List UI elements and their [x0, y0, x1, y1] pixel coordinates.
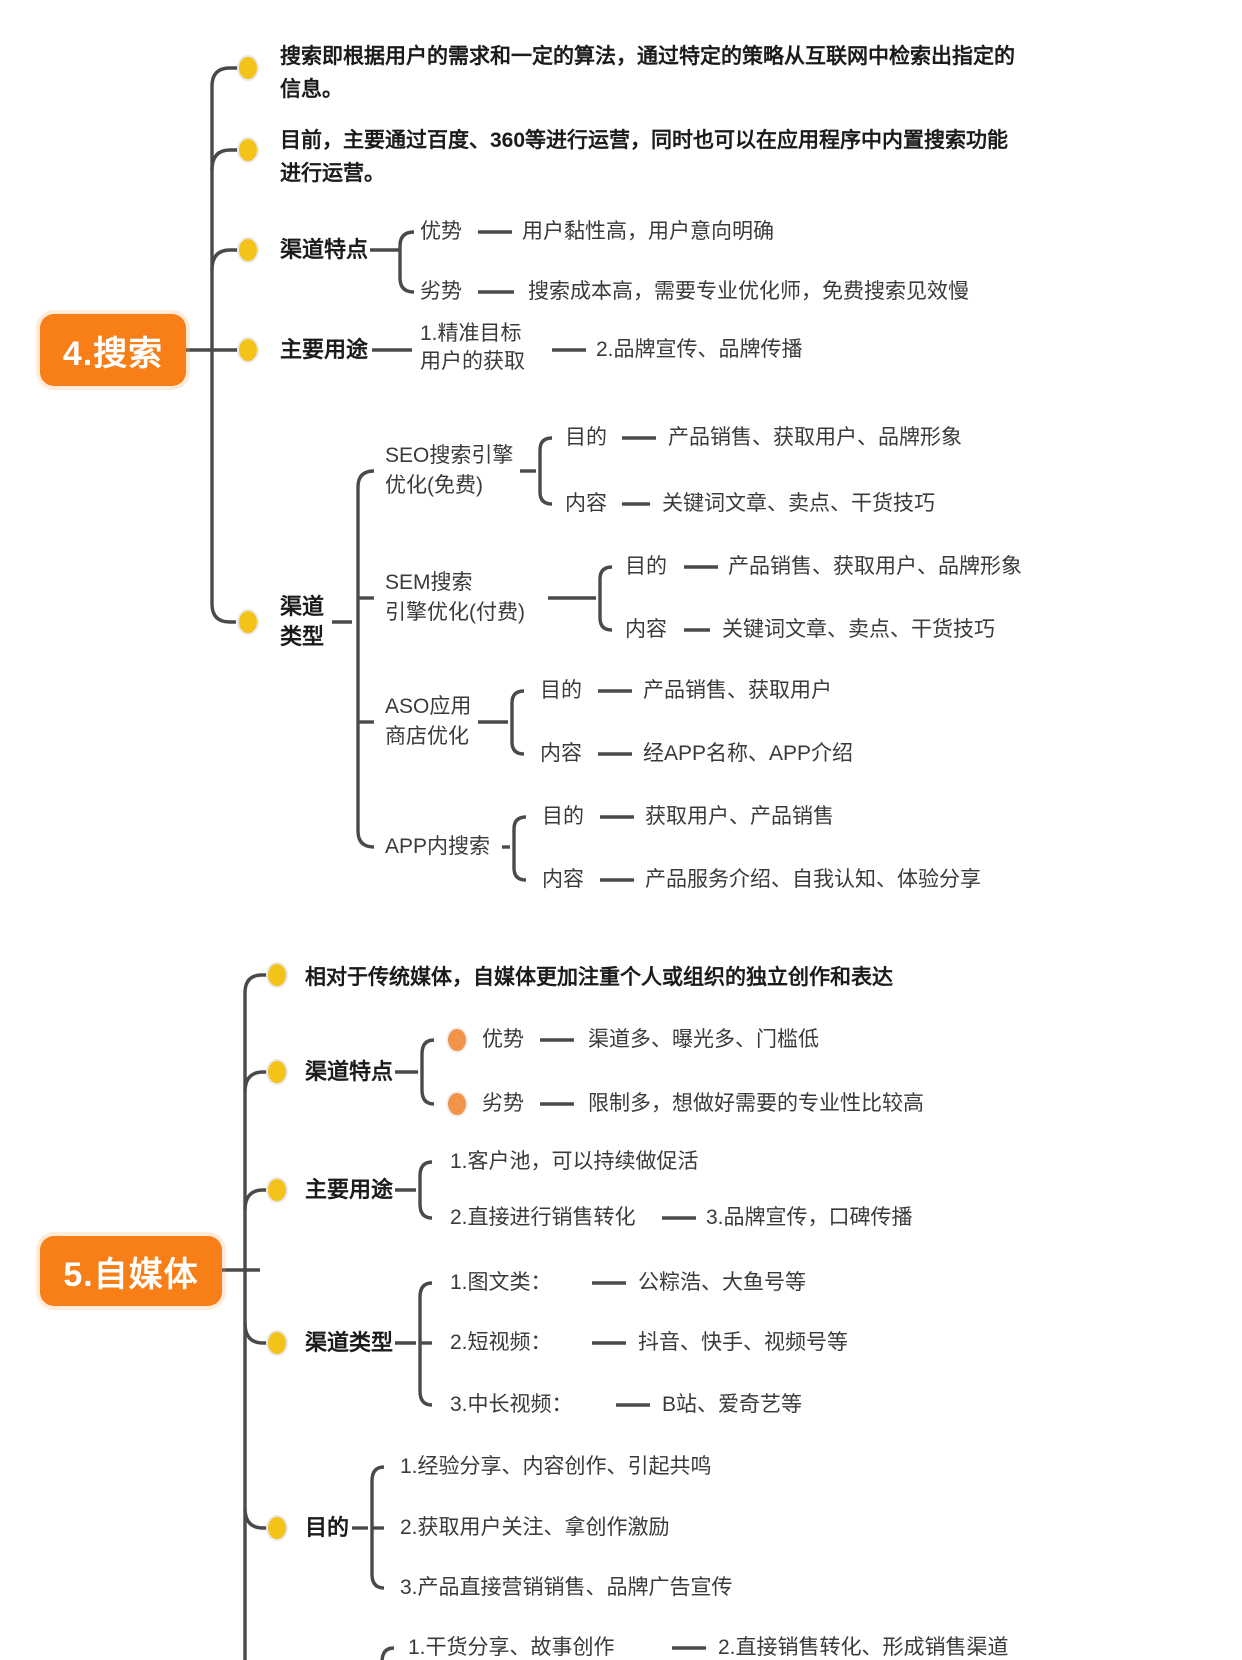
seo-purpose-label[interactable]: 目的 [565, 426, 607, 449]
search-pros-label[interactable]: 优势 [420, 220, 462, 243]
connector-line [398, 230, 415, 294]
media-uses-item3[interactable]: 3.品牌宣传，口碑传播 [706, 1206, 913, 1229]
media-type3-key[interactable]: 3.中长视频： [450, 1393, 573, 1416]
search-uses-item2[interactable]: 2.品牌宣传、品牌传播 [596, 338, 803, 361]
search-uses-item1[interactable]: 1.精准目标 用户的获取 [420, 322, 525, 373]
seo-purpose-value[interactable]: 产品销售、获取用户、品牌形象 [668, 426, 962, 449]
connector-line [243, 1322, 268, 1345]
media-type1-value[interactable]: 公粽浩、大鱼号等 [638, 1271, 806, 1294]
topic-dot-icon [266, 1059, 288, 1085]
media-uses-item1[interactable]: 1.客户池，可以持续做促活 [450, 1150, 699, 1173]
root-node-search[interactable]: 4.搜索 [40, 314, 186, 386]
seo-content-label[interactable]: 内容 [565, 492, 607, 515]
type-node-inapp[interactable]: APP内搜索 [385, 835, 491, 858]
media-purpose-item1[interactable]: 1.经验分享、内容创作、引起共鸣 [400, 1455, 712, 1478]
connector-line [380, 1646, 395, 1660]
media-type2-key[interactable]: 2.短视频： [450, 1331, 552, 1354]
branch-media-types[interactable]: 渠道类型 [305, 1330, 394, 1355]
topic-dot-icon [266, 1177, 288, 1203]
branch-media-purpose[interactable]: 目的 [305, 1515, 350, 1540]
connector-line [512, 815, 527, 882]
inapp-content-value[interactable]: 产品服务介绍、自我认知、体验分享 [645, 868, 981, 891]
connector-line [598, 565, 613, 632]
sem-purpose-value[interactable]: 产品销售、获取用户、品牌形象 [728, 555, 1022, 578]
media-purpose-item3[interactable]: 3.产品直接营销销售、品牌广告宣传 [400, 1576, 733, 1599]
connector-line [243, 973, 270, 1660]
connector-line [538, 436, 553, 506]
media-type1-key[interactable]: 1.图文类： [450, 1271, 552, 1294]
root-node-selfmedia[interactable]: 5.自媒体 [40, 1236, 222, 1306]
search-cons-value[interactable]: 搜索成本高，需要专业优化师，免费搜索见效慢 [528, 280, 969, 303]
media-pros-label[interactable]: 优势 [482, 1028, 524, 1051]
search-pros-value[interactable]: 用户黏性高，用户意向明确 [522, 220, 774, 243]
topic-selfmedia-definition[interactable]: 相对于传统媒体，自媒体更加注重个人或组织的独立创作和表达 [305, 966, 893, 989]
aso-purpose-value[interactable]: 产品销售、获取用户 [643, 679, 832, 702]
branch-search-types[interactable]: 渠道 类型 [280, 594, 325, 649]
search-cons-label[interactable]: 劣势 [420, 280, 462, 303]
inapp-content-label[interactable]: 内容 [542, 868, 584, 891]
connector-line [356, 469, 375, 849]
connector-line [210, 148, 240, 171]
media-cons-label[interactable]: 劣势 [482, 1092, 524, 1115]
sem-purpose-label[interactable]: 目的 [625, 555, 667, 578]
media-type3-value[interactable]: B站、爱奇艺等 [662, 1393, 803, 1416]
media-purpose-item2[interactable]: 2.获取用户关注、拿创作激励 [400, 1516, 670, 1539]
type-node-aso[interactable]: ASO应用 商店优化 [385, 695, 472, 748]
branch-media-uses[interactable]: 主要用途 [305, 1177, 394, 1202]
connector-line [420, 1038, 435, 1106]
subtopic-dot-icon [446, 1027, 468, 1053]
topic-dot-icon [266, 1330, 288, 1356]
sem-content-label[interactable]: 内容 [625, 618, 667, 641]
aso-content-value[interactable]: 经APP名称、APP介绍 [643, 742, 854, 765]
connector-line [418, 1160, 433, 1220]
inapp-purpose-value[interactable]: 获取用户、产品销售 [645, 805, 834, 828]
media-type2-value[interactable]: 抖音、快手、视频号等 [638, 1331, 848, 1354]
topic-search-definition[interactable]: 搜索即根据用户的需求和一定的算法，通过特定的策略从互联网中检索出指定的 信息。 [280, 45, 1015, 101]
sem-content-value[interactable]: 关键词文章、卖点、干货技巧 [722, 618, 995, 641]
topic-search-operation[interactable]: 目前，主要通过百度、360等进行运营，同时也可以在应用程序中内置搜索功能 进行运… [280, 129, 1009, 185]
topic-dot-icon [237, 609, 259, 635]
topic-dot-icon [266, 962, 288, 988]
branch-search-uses[interactable]: 主要用途 [280, 337, 369, 362]
subtopic-dot-icon [446, 1091, 468, 1117]
media-bottom-item1[interactable]: 1.干货分享、故事创作 [408, 1636, 615, 1659]
media-uses-item2[interactable]: 2.直接进行销售转化 [450, 1206, 636, 1229]
media-cons-value[interactable]: 限制多，想做好需要的专业性比较高 [588, 1092, 924, 1115]
media-pros-value[interactable]: 渠道多、曝光多、门槛低 [588, 1028, 819, 1051]
topic-dot-icon [266, 1515, 288, 1541]
topic-dot-icon [237, 55, 259, 81]
branch-media-features[interactable]: 渠道特点 [305, 1059, 394, 1084]
type-node-seo[interactable]: SEO搜索引擎 优化(免费) [385, 444, 514, 497]
media-bottom-item2[interactable]: 2.直接销售转化、形成销售渠道 [718, 1636, 1009, 1659]
branch-search-features[interactable]: 渠道特点 [280, 237, 369, 262]
topic-dot-icon [237, 237, 259, 263]
topic-dot-icon [237, 337, 259, 363]
type-node-sem[interactable]: SEM搜索 引擎优化(付费) [385, 571, 525, 624]
aso-purpose-label[interactable]: 目的 [540, 679, 582, 702]
aso-content-label[interactable]: 内容 [540, 742, 582, 765]
seo-content-value[interactable]: 关键词文章、卖点、干货技巧 [662, 492, 935, 515]
connector-line [210, 66, 240, 624]
connector-line [243, 1070, 268, 1093]
connector-line [510, 689, 525, 756]
topic-dot-icon [237, 137, 259, 163]
connector-line [210, 248, 240, 271]
connector-line [243, 1188, 268, 1211]
connector-line [243, 1507, 268, 1530]
inapp-purpose-label[interactable]: 目的 [542, 805, 584, 828]
